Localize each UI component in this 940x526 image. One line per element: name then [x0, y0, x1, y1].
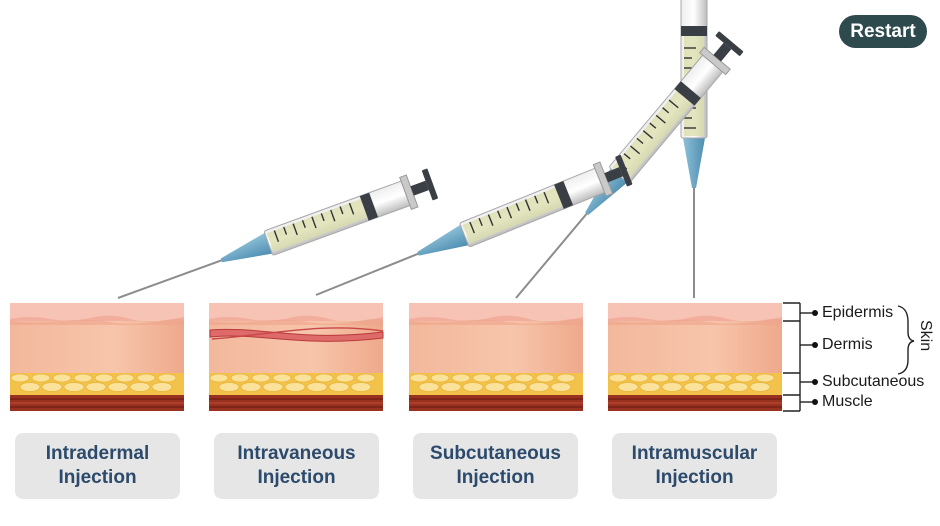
vein: [209, 327, 384, 342]
muscle-label: Muscle: [822, 393, 873, 410]
intravenous-injection-button[interactable]: Intravaneous Injection: [214, 433, 379, 499]
intradermal-injection-button[interactable]: Intradermal Injection: [15, 433, 180, 499]
dermis-label: Dermis: [822, 336, 873, 353]
skin-block-subcutaneous: [408, 302, 584, 412]
intramuscular-label-line1: Intramuscular: [631, 443, 758, 464]
subcutaneous-label: Subcutaneous: [822, 373, 925, 390]
intramuscular-injection-button[interactable]: Intramuscular Injection: [612, 433, 777, 499]
subcutaneous-injection-button[interactable]: Subcutaneous Injection: [413, 433, 578, 499]
intradermal-label-line1: Intradermal: [45, 443, 150, 464]
skin-block-intradermal: [9, 302, 185, 412]
intradermal-label-line2: Injection: [58, 467, 137, 488]
epidermis-label: Epidermis: [822, 304, 894, 321]
subcutaneous-label-line1: Subcutaneous: [430, 443, 561, 464]
skin-label: Skin: [917, 320, 934, 352]
syringe-intramuscular: [676, 0, 712, 299]
layer-dots: [812, 310, 818, 405]
skin-block-intramuscular: [607, 302, 783, 412]
syringe-intravenous: [308, 152, 634, 312]
subcutaneous-label-line2: Injection: [456, 467, 535, 488]
intravenous-label-line1: Intravaneous: [237, 443, 356, 464]
intramuscular-label-line2: Injection: [655, 467, 734, 488]
skin-block-intravenous: [208, 302, 384, 412]
restart-button[interactable]: Restart: [839, 15, 927, 48]
syringe-intradermal: [111, 166, 440, 315]
intravenous-label-line2: Injection: [257, 467, 336, 488]
